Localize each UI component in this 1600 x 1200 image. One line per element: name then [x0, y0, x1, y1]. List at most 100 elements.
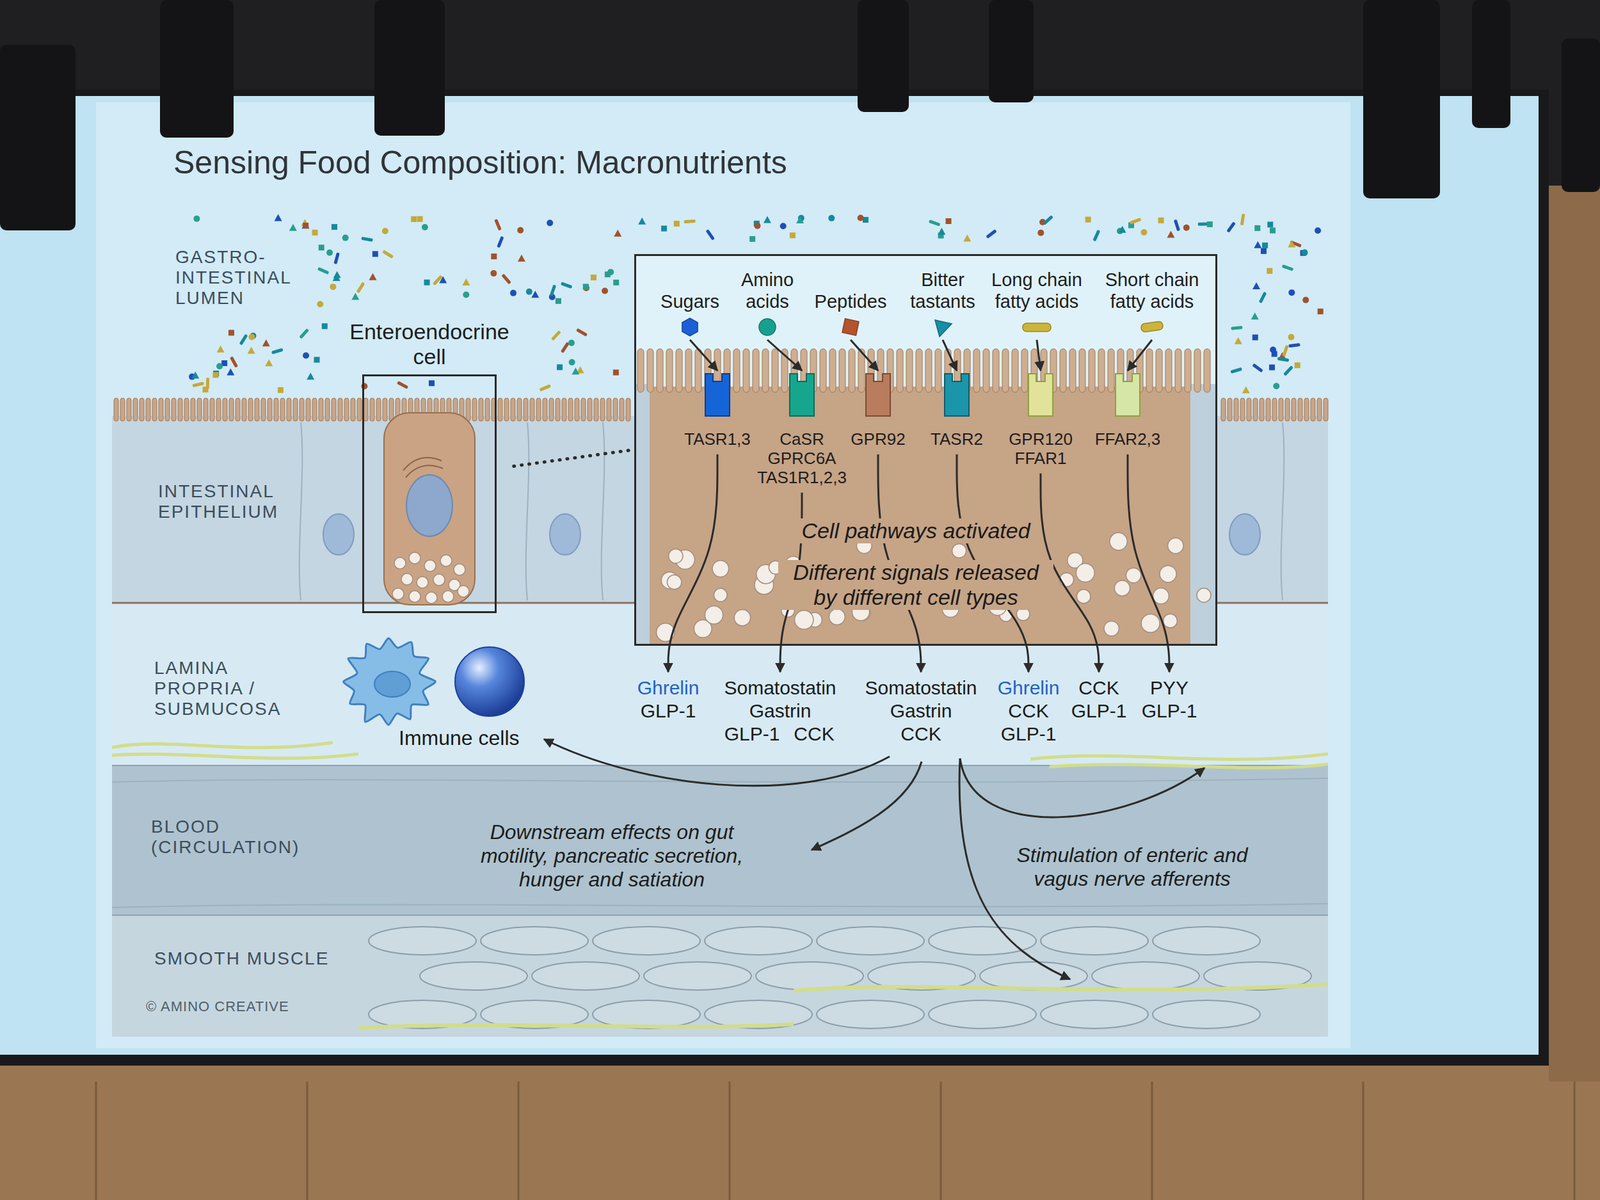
- microvillus: [350, 398, 356, 422]
- microvillus: [517, 398, 522, 422]
- hormone-name: GLP-1: [1069, 700, 1129, 723]
- vesicle: [734, 609, 751, 626]
- cell-border: [526, 422, 530, 601]
- food-particle: [684, 219, 696, 224]
- microvillus: [973, 348, 980, 393]
- receptor-symbol: [1027, 372, 1055, 418]
- text-slot: LAMINA PROPRIA / SUBMUCOSA: [152, 657, 294, 720]
- food-particle: [228, 329, 235, 336]
- fatty-acid-symbol: [1022, 323, 1051, 332]
- food-particle: [1269, 364, 1275, 371]
- microvillus: [504, 398, 509, 422]
- region-label: SMOOTH MUSCLE: [152, 948, 331, 969]
- microvillus: [1291, 398, 1296, 422]
- food-particle: [432, 275, 443, 287]
- microvillus: [523, 398, 528, 422]
- vesicle: [1075, 563, 1095, 583]
- ligand: Peptides: [812, 291, 889, 338]
- food-particle: [749, 236, 756, 242]
- vesicle: [394, 557, 406, 569]
- ligand: Bitter tastants: [908, 269, 978, 338]
- food-particle: [1288, 334, 1295, 341]
- cell-body: [649, 386, 1191, 646]
- microvillus: [133, 398, 138, 422]
- nerve-fiber: [793, 984, 1328, 991]
- text-slot: GLP-1: [638, 700, 699, 723]
- microvillus: [1002, 348, 1009, 393]
- bitter-symbol: [935, 320, 952, 337]
- copyright: © AMINO CREATIVE: [145, 998, 290, 1015]
- food-particle: [1234, 337, 1243, 345]
- microvillus: [113, 398, 119, 422]
- food-particle: [576, 328, 588, 337]
- receptor-symbol: [788, 372, 816, 418]
- food-particle: [428, 380, 435, 386]
- cell-outline: [362, 374, 497, 614]
- microvillus: [1107, 348, 1115, 393]
- region-label: INTESTINAL EPITHELIUM: [156, 481, 281, 523]
- nucleus: [323, 513, 354, 555]
- microvillus: [363, 398, 368, 422]
- food-particle: [331, 224, 338, 230]
- microvillus: [1203, 348, 1211, 393]
- muscle-cell: [816, 1000, 925, 1029]
- microvillus: [152, 398, 157, 422]
- microvillus: [593, 398, 599, 422]
- microvillus: [209, 398, 215, 422]
- binding-arrow: [942, 339, 957, 371]
- band-edge: [112, 914, 1328, 916]
- text-slot: Stimulation of enteric and vagus nerve a…: [992, 843, 1273, 891]
- food-particle: [372, 250, 379, 257]
- receptor-shape: [1028, 373, 1053, 416]
- muscle-cell: [1152, 1000, 1261, 1029]
- vesicle: [1109, 532, 1128, 550]
- food-particle: [1253, 241, 1262, 249]
- food-particle: [329, 283, 336, 290]
- microvillus: [389, 398, 394, 422]
- ligand: Short chain fatty acids: [1098, 269, 1206, 338]
- microvillus: [1323, 398, 1328, 422]
- food-particle: [546, 219, 553, 226]
- food-particle: [318, 244, 325, 251]
- vesicle: [794, 610, 813, 630]
- food-particle: [496, 236, 504, 249]
- food-particle: [613, 279, 619, 286]
- vesicle: [1076, 589, 1091, 604]
- food-particle: [538, 384, 552, 392]
- microvillus: [743, 348, 750, 393]
- food-particle: [560, 341, 570, 354]
- macrophage: [343, 638, 436, 725]
- vesicle: [704, 606, 723, 624]
- text-slot: INTESTINAL EPITHELIUM: [156, 481, 281, 523]
- microvillus: [299, 398, 304, 422]
- text-slot: BLOOD (CIRCULATION): [149, 816, 302, 858]
- receptor-label: CaSR GPRC6A TAS1R1,2,3: [755, 430, 849, 488]
- vesicle: [408, 552, 421, 564]
- microvillus: [925, 348, 932, 393]
- food-particle: [638, 217, 646, 225]
- vesicle: [1153, 588, 1170, 605]
- food-particle: [1118, 225, 1127, 233]
- receptor-label: TASR2: [928, 430, 985, 450]
- ligand: Long chain fatty acids: [983, 269, 1090, 338]
- nucleus: [406, 474, 453, 537]
- food-particle: [216, 345, 225, 353]
- microvillus: [235, 398, 240, 422]
- microvillus: [165, 398, 170, 422]
- food-particle: [526, 288, 533, 296]
- microvillus: [1021, 348, 1028, 393]
- amino-acid-symbol: [759, 318, 776, 336]
- food-particle: [555, 298, 562, 304]
- vessel-wall: [112, 778, 1328, 783]
- microvillus: [1272, 398, 1277, 422]
- food-particle: [302, 352, 310, 360]
- cell-border: [1281, 422, 1285, 601]
- microvillus: [906, 348, 913, 393]
- microvillus: [561, 398, 567, 422]
- food-particle: [382, 227, 389, 235]
- peptide-symbol: [842, 318, 859, 336]
- microvillus: [312, 398, 317, 422]
- wood-seam: [517, 1081, 520, 1200]
- microvillus: [1253, 398, 1258, 422]
- microvillus: [376, 398, 381, 422]
